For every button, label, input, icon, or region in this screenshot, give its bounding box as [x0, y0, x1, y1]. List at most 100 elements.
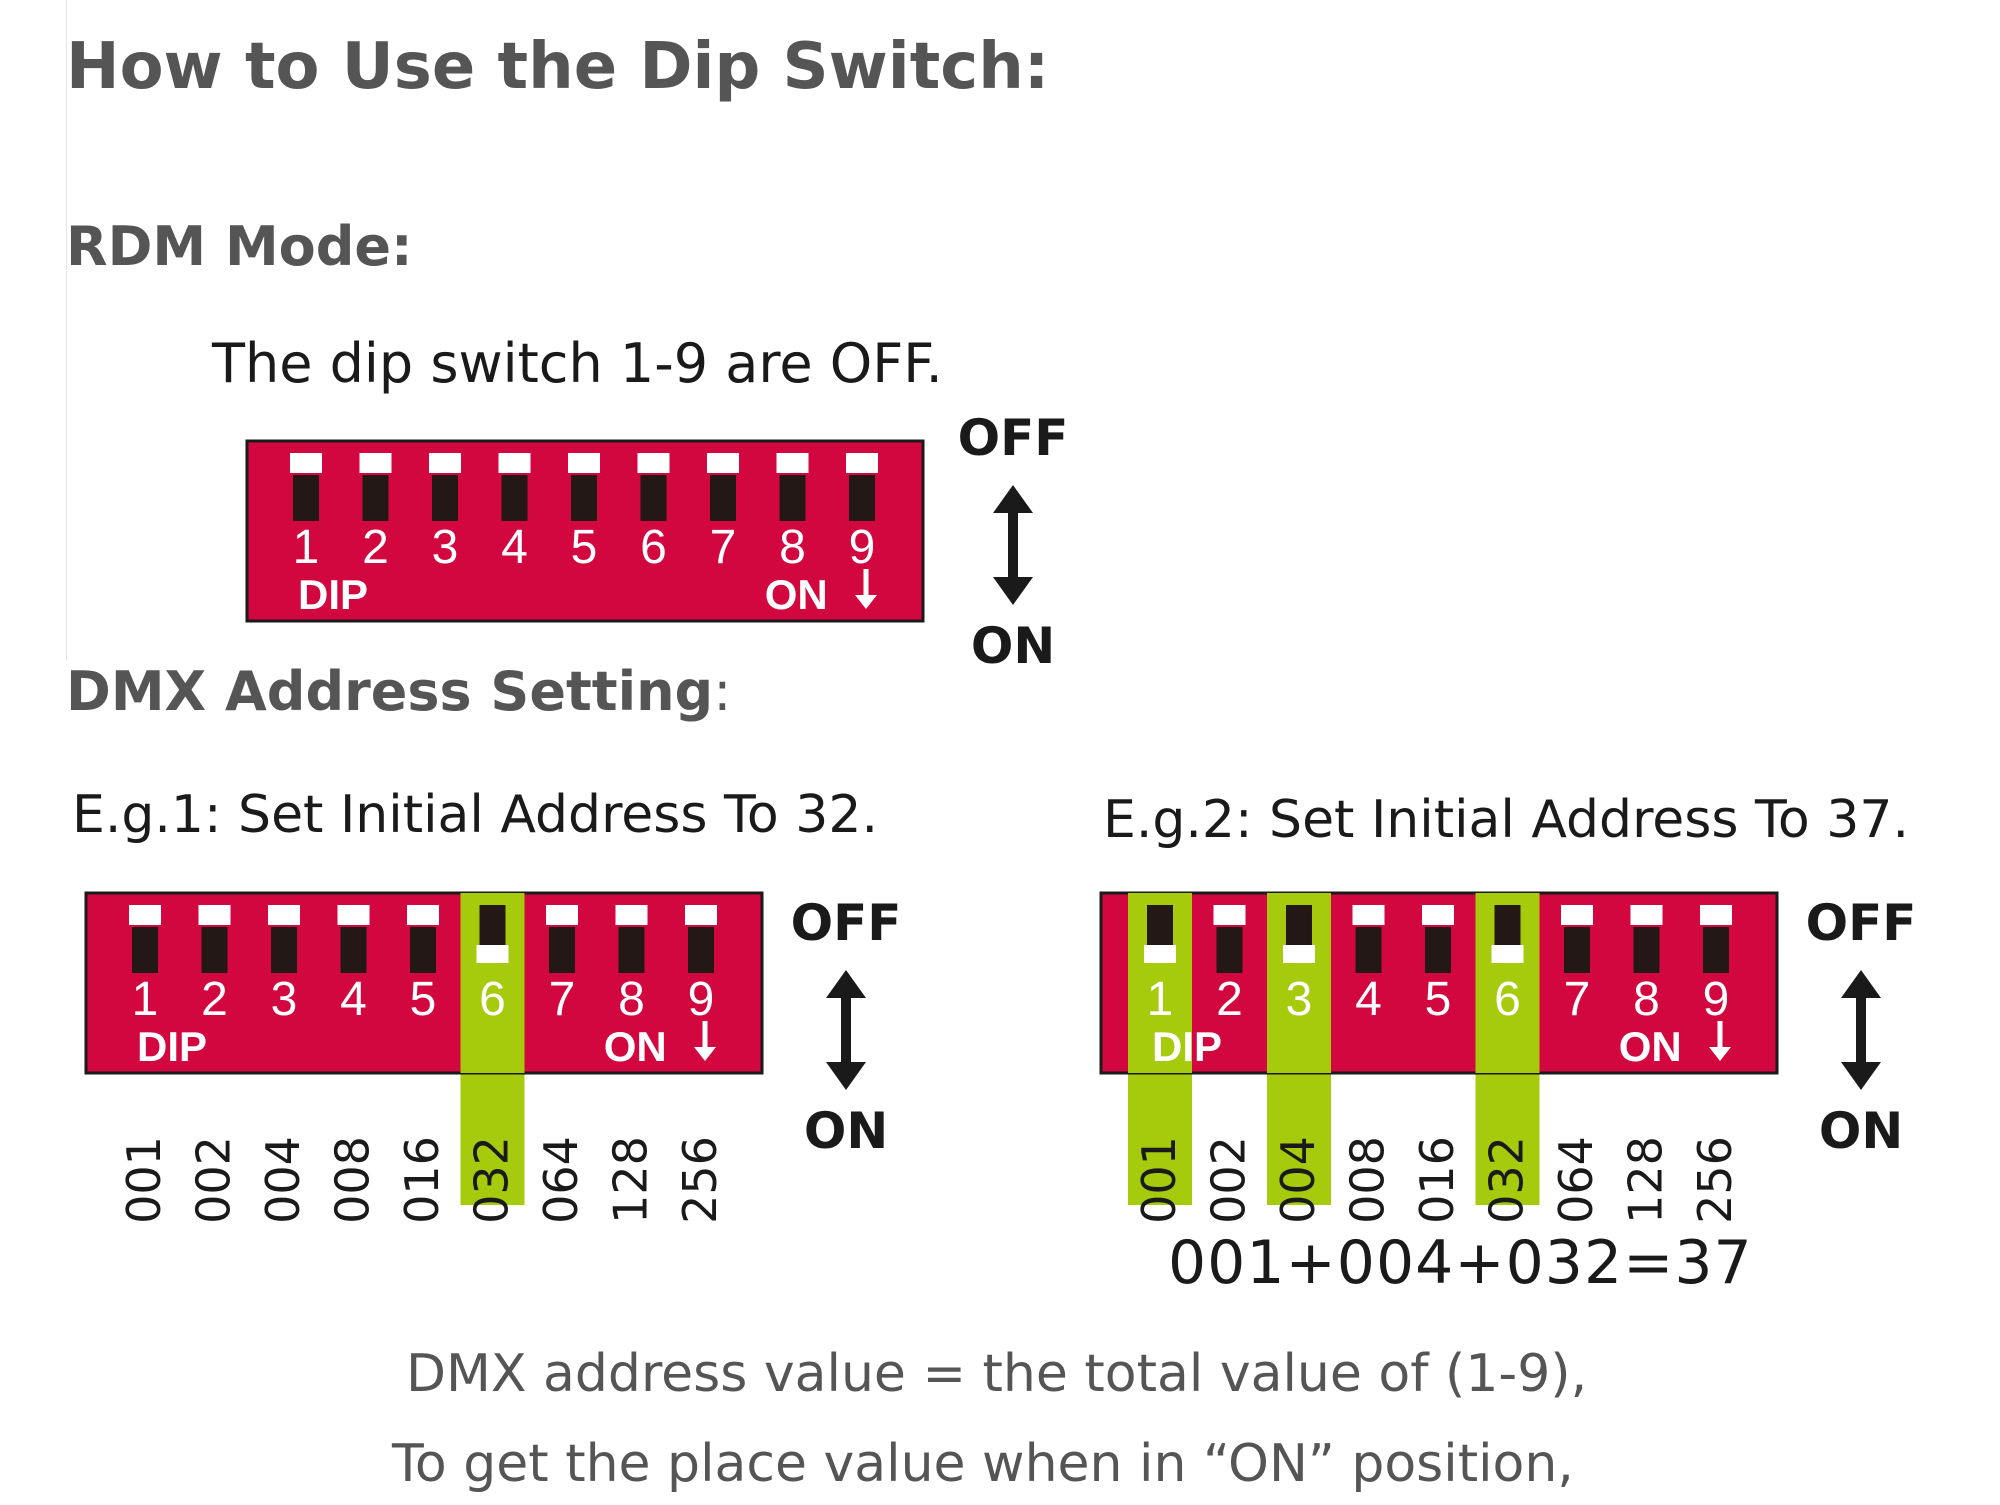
- place-value-128: 128: [1619, 1136, 1673, 1224]
- switch-knob-5: [1422, 905, 1454, 925]
- switch-number-9: 9: [849, 521, 876, 574]
- switch-lever-2: [1216, 927, 1243, 973]
- switch-lever-5: [571, 475, 597, 521]
- arrow-down-head: [826, 1062, 866, 1090]
- switch-knob-2: [359, 453, 392, 473]
- switch-lever-7: [549, 927, 575, 973]
- on-label: ON: [1819, 1102, 1903, 1160]
- switch-knob-8: [776, 453, 809, 473]
- on-direction-arrow-head: [1709, 1047, 1731, 1061]
- switch-number-5: 5: [571, 521, 598, 574]
- switch-number-4: 4: [1355, 973, 1382, 1026]
- switch-lever-2: [201, 927, 228, 973]
- switch-knob-3: [429, 453, 461, 473]
- switch-number-9: 9: [688, 973, 715, 1026]
- arrow-up-head: [993, 485, 1033, 513]
- switch-lever-8: [1633, 927, 1660, 973]
- switch-knob-1: [290, 453, 322, 473]
- switch-lever-5: [410, 927, 436, 973]
- place-value-004: 004: [1271, 1136, 1325, 1224]
- switch-lever-6: [640, 475, 667, 521]
- switch-lever-1: [132, 927, 158, 973]
- example2-caption: E.g.2: Set Initial Address To 37.: [1103, 790, 1909, 850]
- place-value-016: 016: [395, 1136, 449, 1224]
- switch-number-7: 7: [710, 521, 737, 574]
- rdm-description: The dip switch 1-9 are OFF.: [212, 332, 943, 395]
- switch-knob-8: [615, 905, 648, 925]
- place-value-256: 256: [1688, 1136, 1742, 1224]
- switch-knob-7: [1561, 905, 1593, 925]
- switch-number-2: 2: [201, 973, 228, 1026]
- place-value-004: 004: [256, 1136, 310, 1224]
- switch-knob-4: [337, 905, 370, 925]
- switch-knob-6: [1491, 945, 1524, 963]
- switch-number-7: 7: [549, 973, 576, 1026]
- on-direction-label: ON: [604, 1023, 667, 1070]
- on-label: ON: [971, 617, 1055, 675]
- switch-lever-6: [479, 905, 506, 945]
- off-label: OFF: [1806, 894, 1917, 952]
- switch-lever-4: [501, 475, 528, 521]
- switch-lever-9: [849, 475, 875, 521]
- switch-number-3: 3: [271, 973, 298, 1026]
- place-value-064: 064: [1549, 1136, 1603, 1224]
- switch-number-1: 1: [293, 521, 320, 574]
- arrow-up-head: [1841, 970, 1881, 998]
- on-label: ON: [804, 1102, 888, 1160]
- example2-formula: 001+004+032=37: [1168, 1228, 1753, 1298]
- switch-lever-6: [1494, 905, 1521, 945]
- switch-lever-8: [779, 475, 806, 521]
- switch-knob-4: [498, 453, 531, 473]
- switch-knob-9: [1700, 905, 1732, 925]
- switch-knob-2: [1213, 905, 1246, 925]
- on-direction-arrow-head: [855, 595, 877, 609]
- switch-number-4: 4: [501, 521, 528, 574]
- note-line-1: DMX address value = the total value of (…: [406, 1344, 1588, 1404]
- switch-lever-4: [1355, 927, 1382, 973]
- switch-knob-1: [1144, 945, 1176, 963]
- switch-number-2: 2: [362, 521, 389, 574]
- switch-lever-1: [293, 475, 319, 521]
- switch-number-6: 6: [640, 521, 667, 574]
- switch-knob-4: [1352, 905, 1385, 925]
- place-value-008: 008: [326, 1136, 380, 1224]
- place-value-064: 064: [534, 1136, 588, 1224]
- switch-knob-3: [268, 905, 300, 925]
- place-value-002: 002: [1202, 1136, 1256, 1224]
- switch-knob-2: [198, 905, 231, 925]
- switch-number-9: 9: [1703, 973, 1730, 1026]
- off-label: OFF: [791, 894, 902, 952]
- switch-lever-3: [432, 475, 458, 521]
- dip-label: DIP: [137, 1023, 207, 1070]
- dmx-address-heading: DMX Address Setting:: [66, 660, 731, 723]
- place-value-256: 256: [673, 1136, 727, 1224]
- arrow-down-head: [1841, 1062, 1881, 1090]
- arrow-down-head: [993, 577, 1033, 605]
- switch-lever-7: [710, 475, 736, 521]
- switch-knob-8: [1630, 905, 1663, 925]
- switch-number-6: 6: [479, 973, 506, 1026]
- switch-lever-8: [618, 927, 645, 973]
- on-direction-arrow-head: [694, 1047, 716, 1061]
- switch-number-2: 2: [1216, 973, 1243, 1026]
- switch-number-6: 6: [1494, 973, 1521, 1026]
- switch-lever-9: [688, 927, 714, 973]
- on-direction-label: ON: [1619, 1023, 1682, 1070]
- switch-lever-2: [362, 475, 389, 521]
- off-label: OFF: [958, 409, 1069, 467]
- switch-knob-6: [637, 453, 670, 473]
- switch-number-3: 3: [432, 521, 459, 574]
- switch-number-5: 5: [1425, 973, 1452, 1026]
- page-title: How to Use the Dip Switch:: [66, 30, 1050, 104]
- rdm-mode-heading: RDM Mode:: [66, 215, 413, 278]
- switch-lever-9: [1703, 927, 1729, 973]
- switch-number-8: 8: [1633, 973, 1660, 1026]
- switch-number-1: 1: [1147, 973, 1174, 1026]
- switch-lever-7: [1564, 927, 1590, 973]
- switch-knob-9: [846, 453, 878, 473]
- place-value-002: 002: [187, 1136, 241, 1224]
